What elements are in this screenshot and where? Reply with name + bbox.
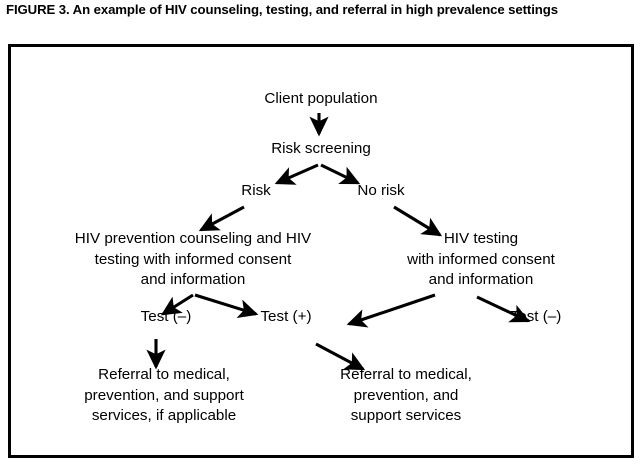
node-test-positive: Test (+)	[260, 308, 312, 325]
node-hiv-prevention-counseling: HIV prevention counseling and HIV testin…	[74, 230, 312, 288]
figure-title: FIGURE 3. An example of HIV counseling, …	[6, 2, 558, 17]
node-client-population: Client population	[264, 90, 378, 107]
node-test-negative-left: Test (–)	[140, 308, 192, 325]
node-no-risk: No risk	[357, 182, 405, 199]
arrow-risk-to-prevention	[198, 205, 245, 232]
arrow-testing-to-testpos	[346, 293, 436, 328]
node-risk: Risk	[241, 182, 271, 199]
node-hiv-testing: HIV testing with informed consent and in…	[407, 230, 555, 288]
flowchart-canvas: Client population Risk screening Risk No…	[11, 47, 631, 455]
node-test-negative-right: Test (–)	[510, 308, 562, 325]
node-referral-right: Referral to medical, prevention, and sup…	[340, 366, 472, 424]
node-risk-screening: Risk screening	[271, 140, 371, 157]
figure-frame: Client population Risk screening Risk No…	[8, 44, 634, 458]
node-referral-left: Referral to medical, prevention, and sup…	[84, 366, 244, 424]
